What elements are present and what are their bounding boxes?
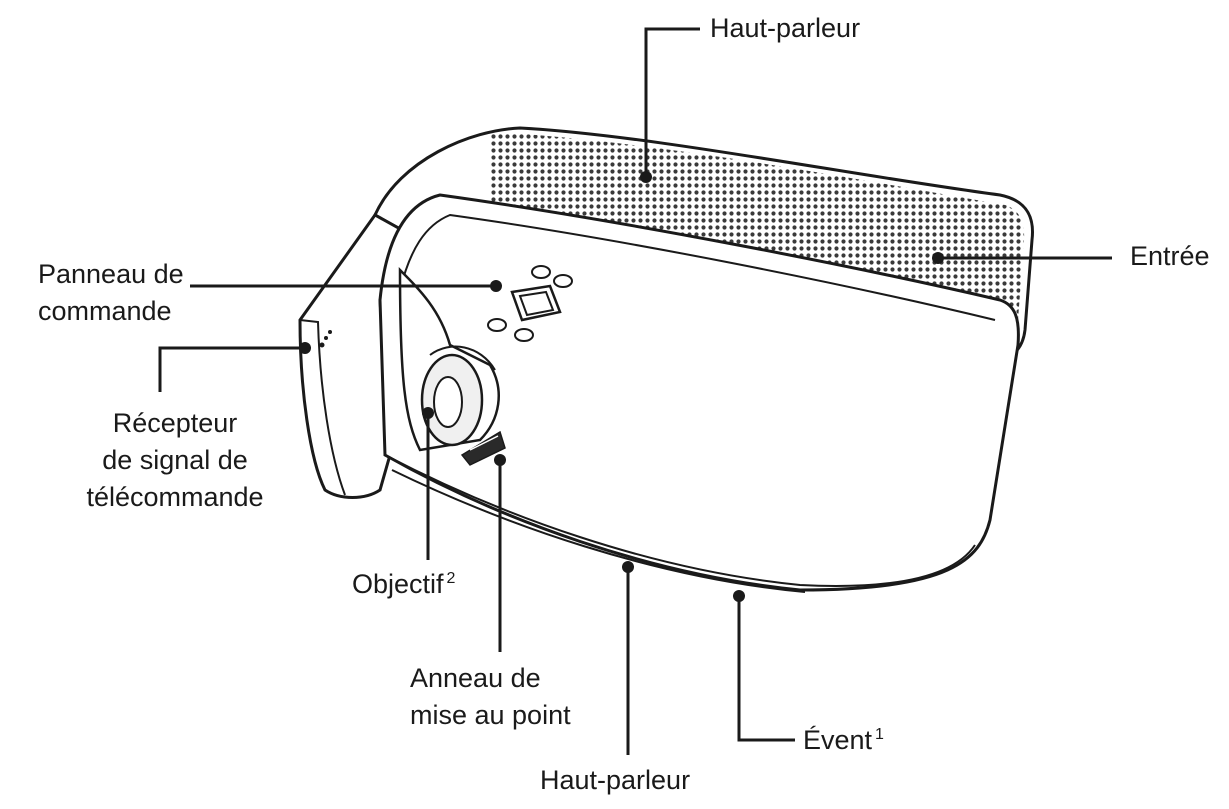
- label-vent-text: Évent: [803, 725, 872, 755]
- label-vent-footnote: 1: [875, 726, 884, 743]
- label-remote-receiver-line2: de signal de: [70, 442, 280, 479]
- label-focus-ring-line1: Anneau de: [410, 660, 571, 697]
- label-speaker-top: Haut-parleur: [710, 10, 860, 47]
- callout-receiver: [160, 348, 305, 392]
- label-remote-receiver-line3: télécommande: [70, 479, 280, 516]
- label-control-panel: Panneau de commande: [38, 256, 184, 330]
- label-control-panel-line1: Panneau de: [38, 256, 184, 293]
- label-speaker-bottom: Haut-parleur: [540, 762, 690, 799]
- label-input: Entrée: [1130, 238, 1210, 275]
- label-lens-text: Objectif: [352, 569, 444, 599]
- callout-vent: [739, 597, 795, 740]
- label-lens-footnote: 2: [447, 570, 456, 587]
- label-remote-receiver: Récepteur de signal de télécommande: [70, 405, 280, 516]
- label-focus-ring: Anneau de mise au point: [410, 660, 571, 734]
- label-focus-ring-line2: mise au point: [410, 697, 571, 734]
- label-control-panel-line2: commande: [38, 293, 184, 330]
- label-remote-receiver-line1: Récepteur: [70, 405, 280, 442]
